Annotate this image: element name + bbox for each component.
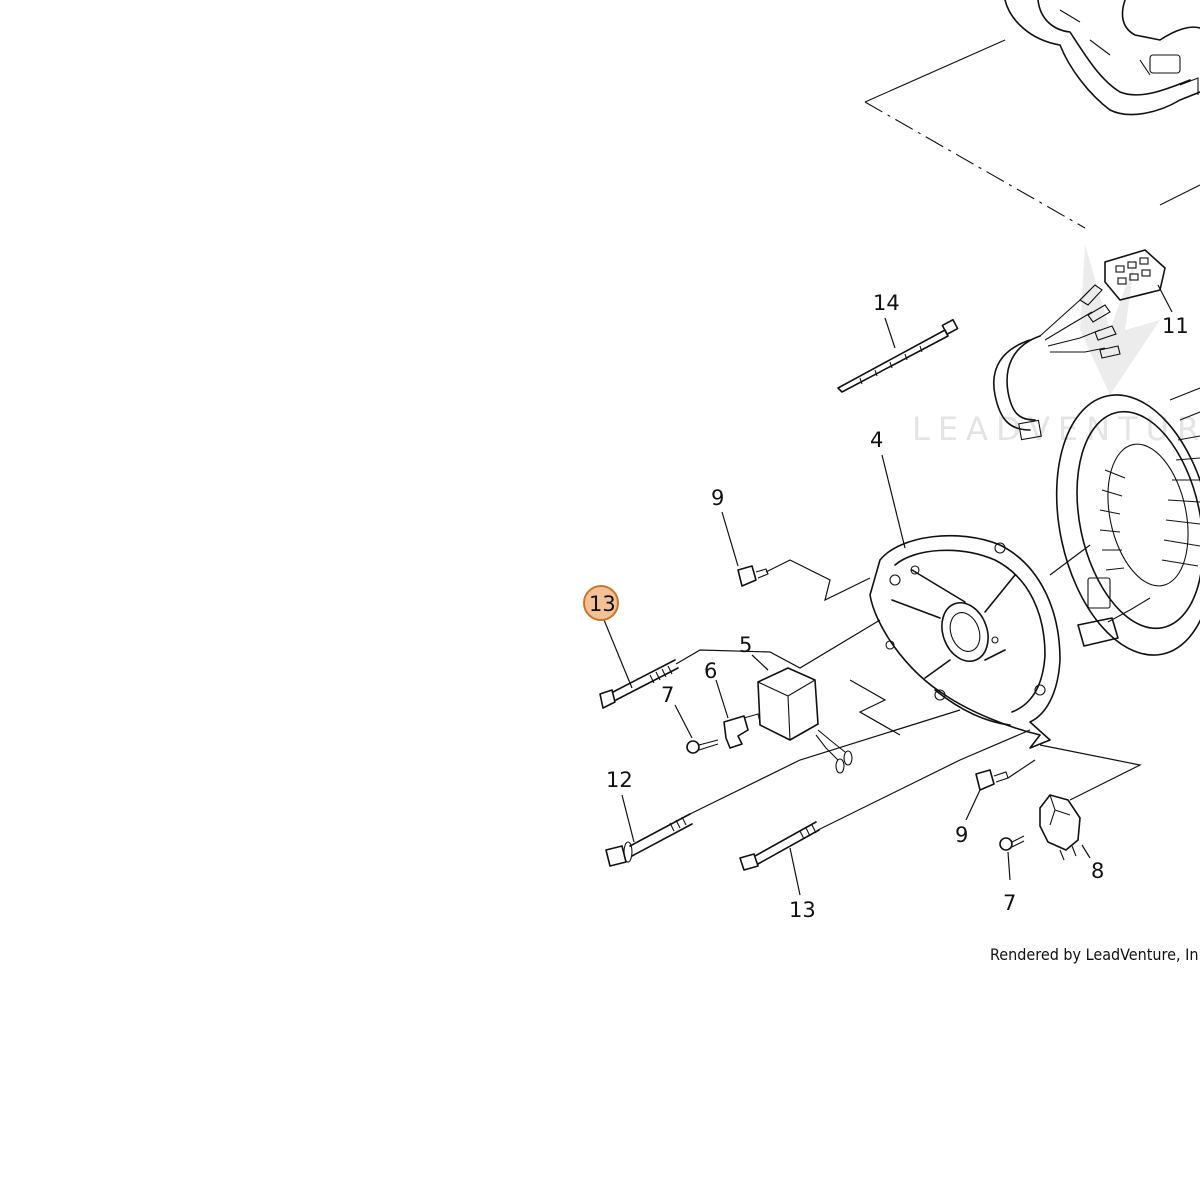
bolt-part-12: [605, 813, 693, 867]
callout-7-left[interactable]: 7: [661, 683, 674, 707]
callout-5[interactable]: 5: [739, 633, 752, 657]
assembly-leader-lines: [689, 544, 1142, 831]
assembly-boundary: [864, 39, 1200, 229]
callout-numbers: 4 5 6 7 7 8 9 9 11 12 13 13 14: [589, 291, 1189, 922]
cable-tie-part-14: [837, 318, 959, 393]
callout-7-right[interactable]: 7: [1003, 891, 1016, 915]
callout-highlight-13[interactable]: [583, 585, 619, 621]
regulator-part-5: [757, 667, 853, 774]
stator-assembly: [1055, 387, 1200, 656]
bolt-part-13-upper: [599, 619, 881, 709]
screw-part-7-right: [999, 835, 1025, 851]
callout-leaders: [601, 284, 1173, 896]
callout-12[interactable]: 12: [606, 768, 633, 792]
callout-9-lower[interactable]: 9: [955, 823, 968, 847]
callout-13-lower[interactable]: 13: [789, 898, 816, 922]
callout-highlight-ring: [583, 585, 619, 621]
callout-14[interactable]: 14: [873, 291, 900, 315]
engine-crankcase-outline: [1004, 0, 1200, 116]
render-credit: Rendered by LeadVenture, In: [990, 945, 1198, 964]
callout-6[interactable]: 6: [704, 659, 717, 683]
bolt-part-13-lower: [739, 821, 820, 871]
callout-4[interactable]: 4: [870, 428, 883, 452]
callout-11[interactable]: 11: [1162, 314, 1189, 338]
grommet-part-9-lower: [975, 769, 1009, 791]
coupler-part-11: [1104, 249, 1166, 301]
sensor-part-8: [1039, 794, 1081, 861]
callout-9-upper[interactable]: 9: [711, 486, 724, 510]
bracket-part-6: [723, 713, 761, 749]
callout-8[interactable]: 8: [1091, 859, 1104, 883]
generator-cover-part-4: [869, 534, 1061, 749]
grommet-part-9-upper: [737, 559, 871, 602]
watermark: LEADVENTURE: [912, 245, 1200, 448]
watermark-text: LEADVENTURE: [912, 410, 1200, 448]
callout-13-upper[interactable]: 13: [589, 592, 616, 616]
stator-wire-harness: [993, 284, 1121, 441]
screw-part-7-left: [686, 739, 719, 754]
